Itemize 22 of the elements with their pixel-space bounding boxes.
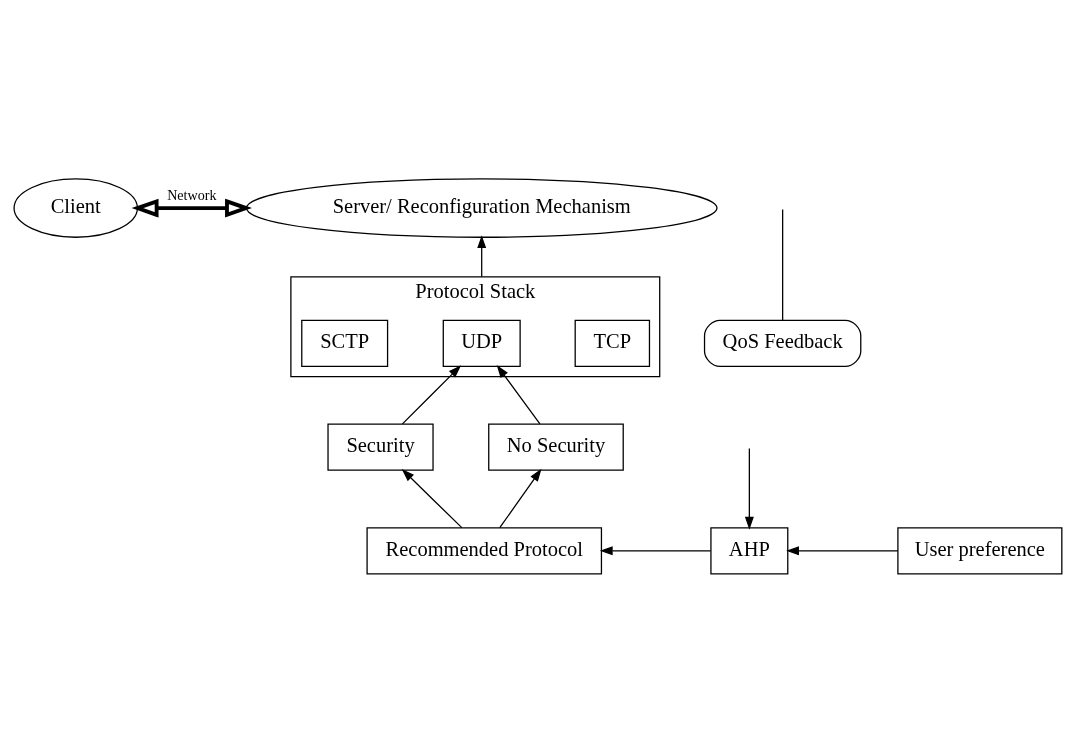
node-ellipse: Client: [13, 178, 139, 238]
node-box: Security: [327, 423, 434, 471]
node-box: AHP: [710, 527, 789, 575]
arrow: [499, 468, 542, 529]
node-box: QoS Feedback: [703, 319, 862, 368]
arrow: [131, 198, 252, 218]
arrow: [786, 546, 899, 556]
arrow: [477, 235, 487, 278]
arrow: [496, 365, 541, 425]
node-ellipse: Server/ Reconfiguration Mechanism: [245, 178, 718, 238]
arrow: [401, 468, 463, 529]
node-box: Recommended Protocol: [366, 527, 603, 575]
arrow: [401, 365, 462, 425]
node-box: User preference: [897, 527, 1063, 575]
arrow: [744, 447, 754, 530]
arrow: [599, 546, 712, 556]
edge-label: Network: [167, 187, 217, 204]
node-box: SCTP: [301, 319, 389, 368]
node-box: TCP: [574, 319, 651, 368]
node-box: UDP: [442, 319, 521, 368]
node-box: No Security: [488, 423, 624, 471]
connector: [782, 208, 784, 321]
